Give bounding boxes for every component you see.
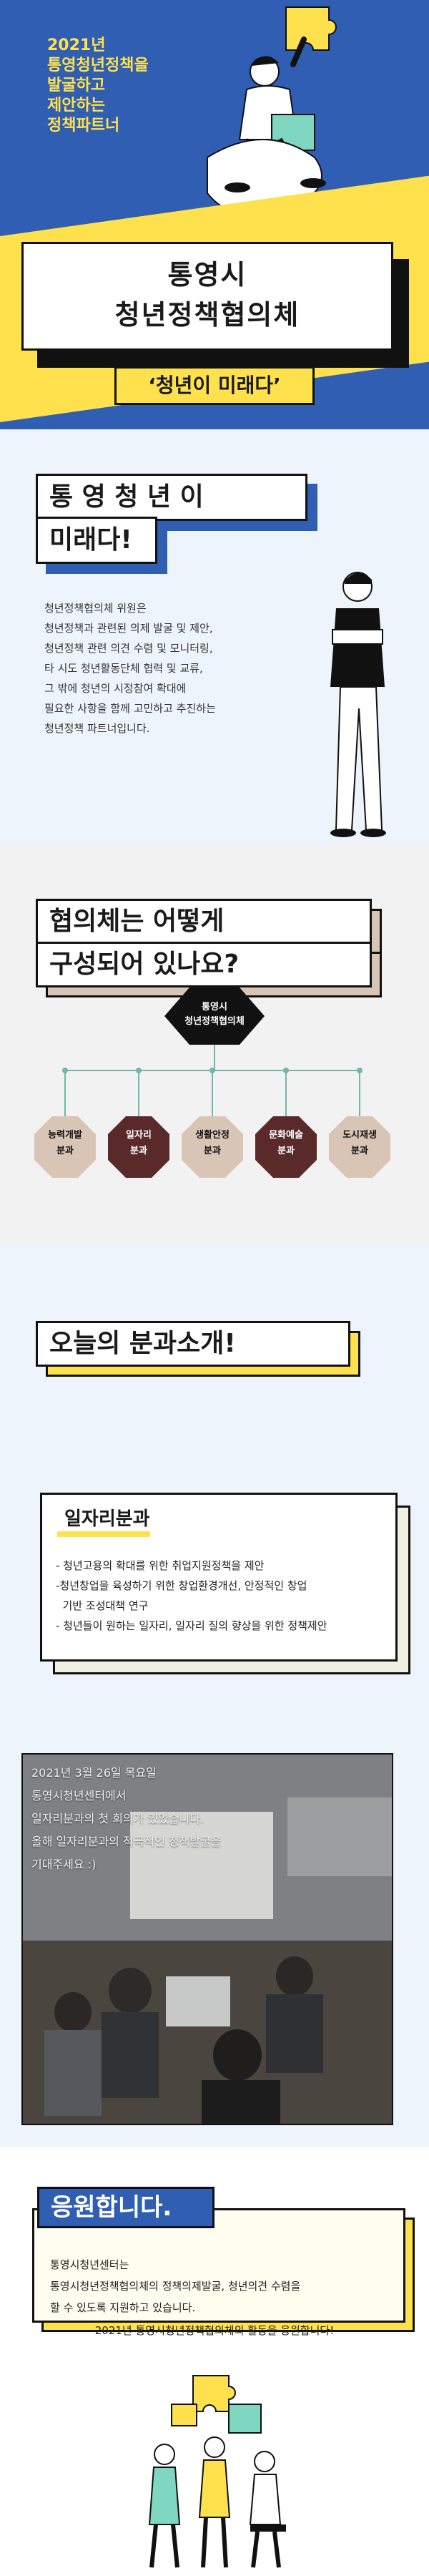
about-description-line: 타 시도 청년활동단체 협력 및 교류, — [44, 662, 203, 675]
support-banner: 응원합니다. — [37, 2187, 214, 2228]
branch-label-line2: 분과 — [204, 1146, 221, 1156]
person-with-puzzle-illustration — [207, 6, 337, 217]
meeting-photo-caption: 2021년 3월 26일 목요일 통영시청년센터에서 일자리분과의 첫 회의가 … — [31, 1762, 222, 1876]
hero-title-line: 2021년 — [47, 36, 106, 54]
branch-label-line2: 분과 — [277, 1146, 295, 1156]
standing-man-illustration — [330, 572, 386, 837]
hero-slogan: ‘청년이 미래다’ — [114, 366, 315, 405]
division-item: - 청년고용의 확대를 위한 취업지원정책을 제안 — [56, 1559, 265, 1572]
branch-octagon — [108, 1116, 169, 1178]
about-description-line: 청년정책과 관련된 의제 발굴 및 제안, — [44, 622, 213, 635]
branch-label-line1: 생활안정 — [195, 1130, 230, 1141]
puzzle-piece-icon — [285, 6, 337, 51]
branch-octagon — [255, 1116, 317, 1178]
division-title: 일자리분과 — [64, 1508, 150, 1530]
division-title-highlight — [57, 1531, 150, 1537]
photo-caption-line: 기대주세요 :) — [31, 1858, 97, 1871]
hero-title: 2021년 통영청년정책을 발굴하고 제안하는 정책파트너 — [47, 36, 149, 136]
meeting-photo — [21, 1753, 393, 2125]
branch-label-line1: 능력개발 — [48, 1130, 82, 1141]
structure-banner-line1: 협의체는 어떻게 — [36, 899, 372, 945]
meeting-photo-scene — [23, 1755, 392, 2124]
puzzle-piece-icon — [171, 2404, 197, 2426]
branch-octagon — [182, 1116, 243, 1178]
about-banner-line2: 미래다! — [36, 517, 157, 564]
division-card — [40, 1493, 398, 1662]
photo-caption-line: 올해 일자리분과의 적극적인 정책발굴을 — [31, 1835, 222, 1848]
team-puzzle-illustration — [148, 2375, 286, 2568]
hero-title-line: 통영청년정책을 — [47, 57, 149, 74]
today-banner: 오늘의 분과소개! — [36, 1321, 350, 1367]
hero-heading-card: 통영시 청년정책협의체 — [21, 242, 393, 351]
about-description-line: 청년정책협의체 위원은 — [44, 602, 147, 615]
division-item: - 청년들이 원하는 일자리, 일자리 질의 향상을 위한 정책제안 — [56, 1619, 327, 1632]
puzzle-piece-icon — [228, 2404, 262, 2434]
division-item-list: - 청년고용의 확대를 위한 취업지원정책을 제안 -청년창업을 육성하기 위한… — [56, 1556, 327, 1636]
branch-label-line2: 분과 — [56, 1146, 74, 1156]
support-text-line: 할 수 있도록 지원하고 있습니다. — [50, 2301, 196, 2314]
hero-title-line: 제안하는 — [47, 97, 105, 114]
hero-title-line: 발굴하고 — [47, 77, 105, 94]
support-footer: 2021년 통영시청년정책협의체의 활동을 응원합니다! — [94, 2324, 335, 2337]
about-description-line: 청년정책 관련 의견 수렴 및 모니터링, — [44, 642, 213, 655]
root-node-label: 통영시 청년정책협의체 — [164, 1000, 265, 1029]
branch-label-line2: 분과 — [130, 1146, 147, 1156]
hero-section: 2021년 통영청년정책을 발굴하고 제안하는 정책파트너 — [0, 0, 429, 429]
connector-drops — [64, 1070, 360, 1116]
root-node-line1: 통영시 — [202, 1002, 227, 1013]
support-text: 통영시청년센터는 통영시청년정책협의체의 정책의제발굴, 청년의견 수렴을 할 … — [50, 2254, 300, 2318]
structure-banner-line2: 구성되어 있나요? — [36, 942, 372, 987]
hero-heading-line1: 통영시 — [167, 259, 247, 291]
support-text-line: 통영시청년정책협의체의 정책의제발굴, 청년의견 수렴을 — [50, 2280, 301, 2293]
hero-heading-line2: 청년정책협의체 — [114, 299, 300, 331]
hero-title-line: 정책파트너 — [47, 117, 120, 135]
branch-label-line1: 일자리 — [126, 1130, 152, 1141]
about-description: 청년정책협의체 위원은 청년정책과 관련된 의제 발굴 및 제안, 청년정책 관… — [44, 598, 216, 738]
support-text-line: 통영시청년센터는 — [50, 2258, 129, 2271]
about-description-line: 그 밖에 청년의 시정참여 확대에 — [44, 682, 187, 695]
division-item: -청년창업을 육성하기 위한 창업환경개선, 안정적인 창업 — [56, 1579, 307, 1592]
branch-octagon — [329, 1116, 390, 1178]
photo-caption-line: 통영시청년센터에서 — [31, 1789, 127, 1802]
about-banner-line1: 통 영 청 년 이 — [36, 474, 307, 521]
branch-octagon — [34, 1116, 96, 1178]
branch-label-line1: 문화예술 — [269, 1130, 303, 1141]
root-octagon — [164, 987, 265, 1045]
org-tree-connectors — [62, 1045, 363, 1116]
about-description-line: 청년정책 파트너입니다. — [44, 722, 150, 735]
about-description-line: 필요한 사항을 함께 고민하고 추진하는 — [44, 702, 216, 715]
root-node-line2: 청년정책협의체 — [184, 1016, 245, 1027]
division-item: 기반 조성대책 연구 — [56, 1599, 149, 1612]
branch-label-line2: 분과 — [351, 1146, 368, 1156]
photo-caption-line: 일자리분과의 첫 회의가 있었습니다. — [31, 1812, 204, 1825]
branch-label-line1: 도시재생 — [342, 1130, 377, 1141]
photo-caption-line: 2021년 3월 26일 목요일 — [31, 1766, 157, 1780]
